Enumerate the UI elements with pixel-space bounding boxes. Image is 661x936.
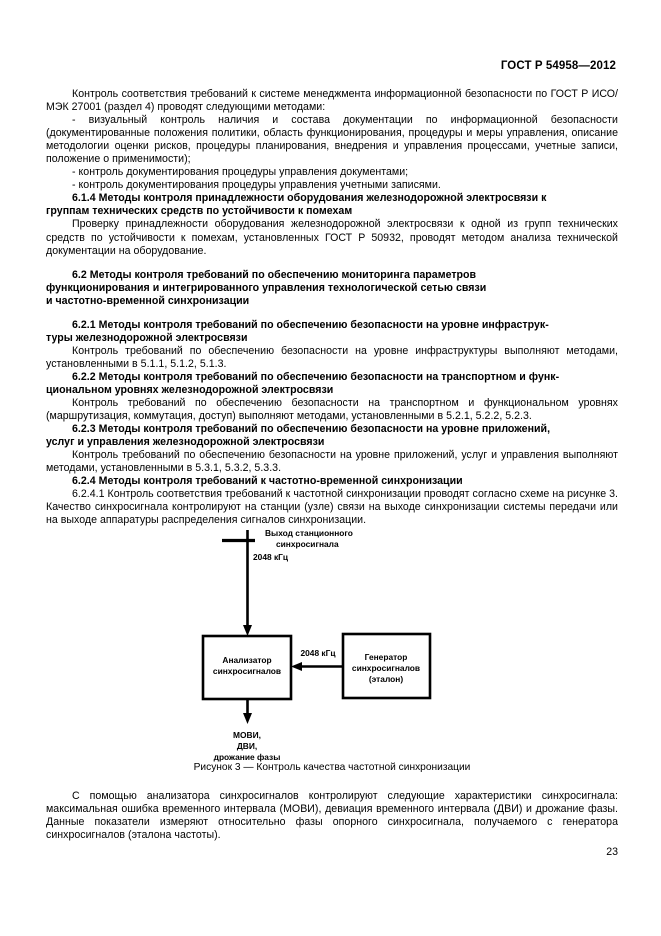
analyzer-label-line1: Анализатор bbox=[222, 655, 271, 665]
generator-box bbox=[341, 632, 432, 700]
generator-label-line2: синхросигналов bbox=[352, 663, 420, 673]
input-frequency-label: 2048 кГц bbox=[253, 552, 289, 562]
paragraph-6-2-3-body: Контроль требований по обеспечению безоп… bbox=[46, 449, 618, 475]
output-label-line2: ДВИ, bbox=[237, 741, 257, 751]
heading-6-2-1-line2: туры железнодорожной электросвязи bbox=[46, 331, 248, 344]
heading-6-2-3-line1: 6.2.3 Методы контроля требований по обес… bbox=[72, 423, 551, 436]
heading-6-1-4-line2: группам технических средств по устойчиво… bbox=[46, 205, 353, 218]
heading-6-2-line2: функционирования и интегрированного упра… bbox=[46, 281, 487, 294]
heading-6-2-line3: и частотно-временной синхронизации bbox=[46, 294, 250, 307]
heading-6-2-2-line1: 6.2.2 Методы контроля требований по обес… bbox=[72, 370, 560, 383]
paragraph-doc-control-item: - контроль документирования процедуры уп… bbox=[72, 166, 409, 179]
reference-arrowhead bbox=[291, 662, 302, 671]
analyzer-label-line2: синхросигналов bbox=[213, 666, 281, 676]
paragraph-6-2-1-body: Контроль требований по обеспечению безоп… bbox=[46, 344, 618, 370]
output-arrowhead bbox=[243, 713, 252, 724]
page-number: 23 bbox=[606, 846, 618, 858]
heading-6-2-3-line2: услуг и управления железнодорожной элект… bbox=[46, 436, 325, 449]
heading-6-2-4: 6.2.4 Методы контроля требований к часто… bbox=[72, 475, 463, 488]
paragraph-records-control-item: - контроль документирования процедуры уп… bbox=[72, 179, 441, 192]
heading-6-2-2-line2: циональном уровнях железнодорожной элект… bbox=[46, 383, 334, 396]
document-body: Контроль соответствия требований к систе… bbox=[46, 88, 618, 528]
generator-label-line1: Генератор bbox=[365, 652, 408, 662]
heading-6-2-1-line1: 6.2.1 Методы контроля требований по обес… bbox=[72, 318, 549, 331]
paragraph-analyzer-characteristics: С помощью анализатора синхросигналов кон… bbox=[46, 790, 618, 842]
paragraph-6-1-4-body: Проверку принадлежности оборудования жел… bbox=[46, 218, 618, 257]
paragraph-visual-control-item: - визуальный контроль наличия и состава … bbox=[46, 114, 618, 166]
output-label-line1: МОВИ, bbox=[233, 730, 261, 740]
heading-6-1-4-line1: 6.1.4 Методы контроля принадлежности обо… bbox=[72, 192, 547, 205]
paragraph-6-2-4-1-body: 6.2.4.1 Контроль соответствия требований… bbox=[46, 488, 618, 527]
heading-6-2-line1: 6.2 Методы контроля требований по обеспе… bbox=[72, 268, 477, 281]
output-label-line3: дрожание фазы bbox=[214, 752, 281, 762]
reference-frequency-label: 2048 кГц bbox=[300, 648, 336, 658]
figure-3-caption: Рисунок 3 — Контроль качества частотной … bbox=[193, 762, 471, 773]
source-label-line1: Выход станционного bbox=[265, 528, 353, 538]
generator-label-line3: (эталон) bbox=[369, 674, 403, 684]
input-arrowhead bbox=[243, 625, 252, 636]
paragraph-6-2-2-body: Контроль требований по обеспечению безоп… bbox=[46, 397, 618, 423]
figure-3-block-diagram: Выход станционного синхросигнала 2048 кГ… bbox=[46, 520, 618, 770]
source-label-line2: синхросигнала bbox=[276, 539, 339, 549]
document-body-tail: С помощью анализатора синхросигналов кон… bbox=[46, 790, 618, 842]
paragraph-smib-intro: Контроль соответствия требований к систе… bbox=[46, 88, 618, 114]
page-header-standard-number: ГОСТ Р 54958—2012 bbox=[500, 60, 616, 72]
